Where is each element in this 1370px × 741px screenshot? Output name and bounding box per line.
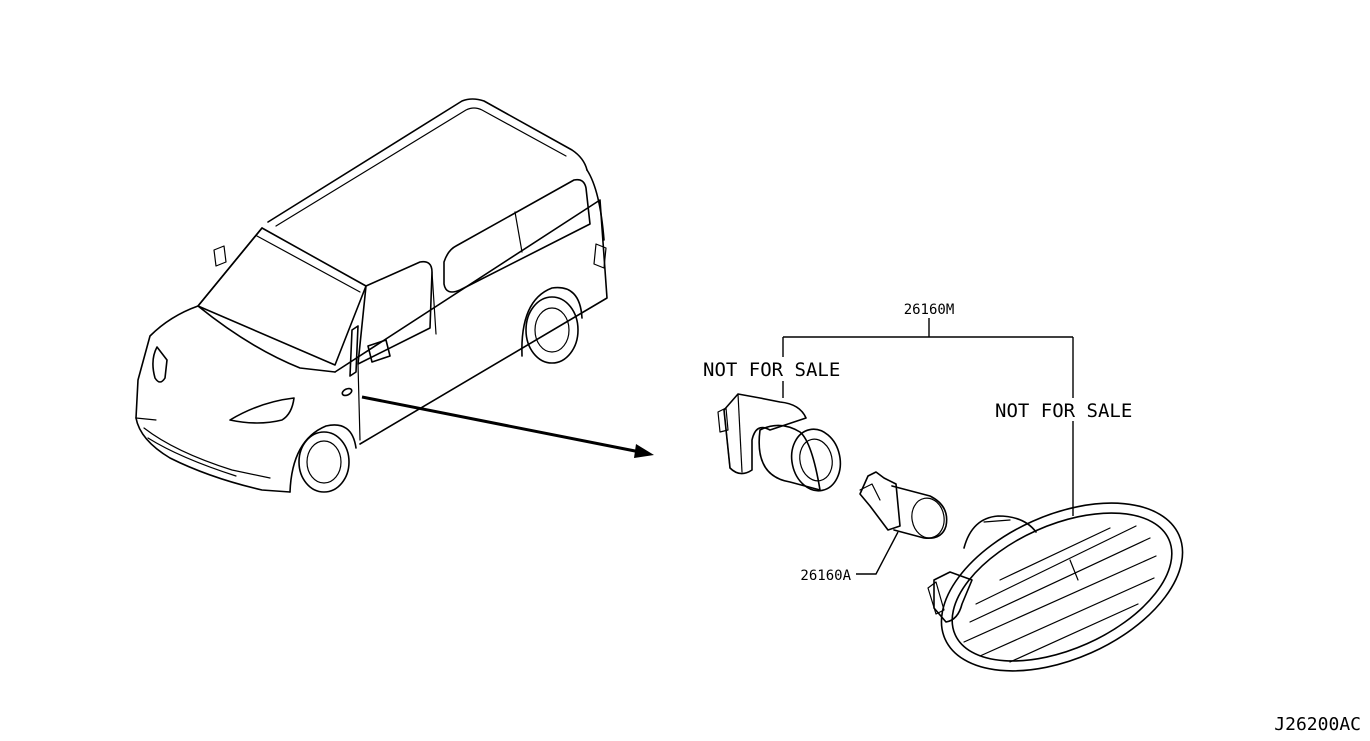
bulb-socket: [717, 393, 842, 492]
assembly-bracket: [782, 318, 1074, 516]
van-illustration: [135, 98, 608, 493]
figure-code: J26200AC: [1274, 714, 1361, 735]
wedge-bulb: [856, 471, 948, 575]
not-for-sale-label-socket: NOT FOR SALE: [703, 359, 840, 381]
not-for-sale-label-housing: NOT FOR SALE: [995, 400, 1132, 422]
side-lamp-housing: [927, 502, 1184, 672]
pointer-arrow: [361, 395, 654, 458]
part-number-26160M: 26160M: [904, 302, 955, 318]
part-number-26160A: 26160A: [800, 568, 851, 584]
